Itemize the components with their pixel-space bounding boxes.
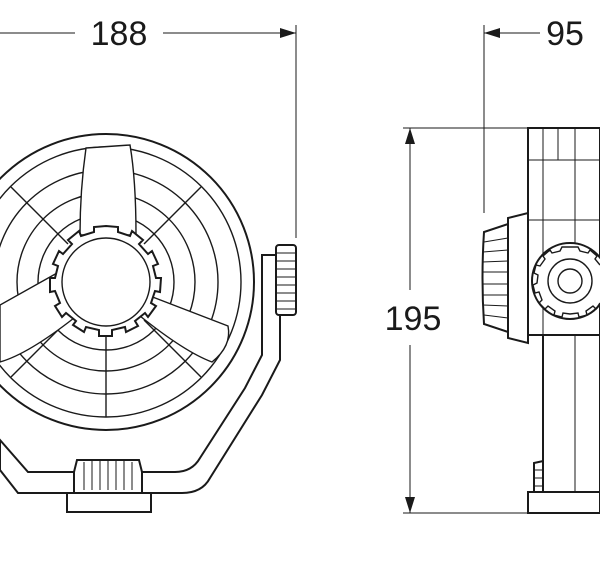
side-base-foot [527,491,600,514]
front-bracket [0,254,281,494]
height-dimension: 195 [385,127,528,514]
depth-dimension: 95 [483,15,584,213]
side-pivot-knob [531,242,600,320]
side-view [481,127,600,514]
front-view [0,133,297,513]
depth-dimension-label: 95 [546,15,584,53]
width-dimension-label: 188 [91,15,148,53]
width-dimension: 188 [0,15,297,238]
front-base-foot [66,492,152,513]
front-foot-knob [73,459,143,494]
height-dimension-label: 195 [385,300,442,338]
fan-blade-right [139,295,230,363]
front-side-knob [275,244,297,316]
side-stand [542,334,600,493]
side-front-ring [481,211,529,345]
fan-hub [49,224,163,337]
fan-blade-top [79,144,137,236]
